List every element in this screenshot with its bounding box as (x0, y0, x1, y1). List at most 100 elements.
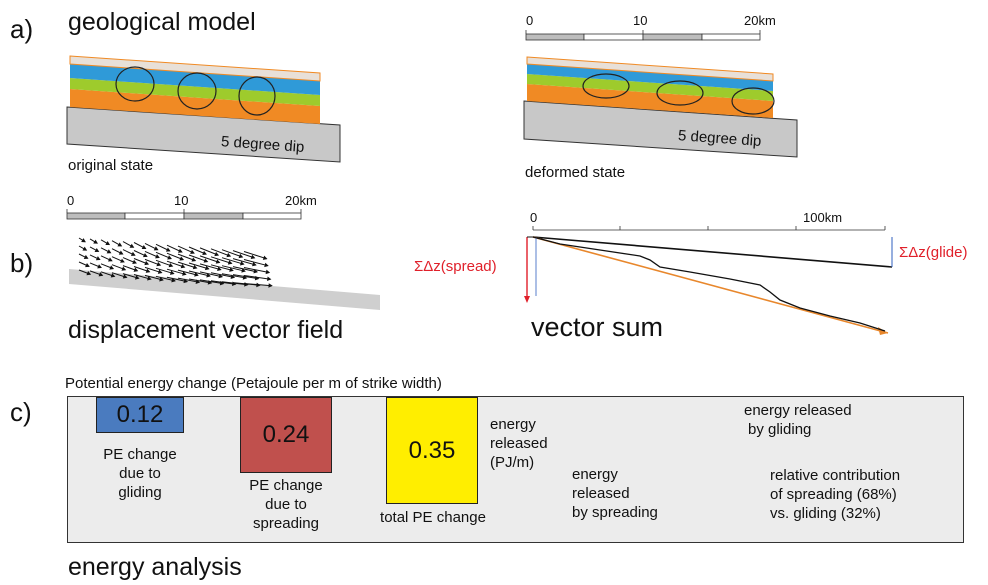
displacement-vector-head (229, 267, 234, 272)
displacement-vector (210, 256, 232, 264)
displacement-vector (210, 248, 231, 257)
spreading-caption-line: due to (265, 496, 307, 513)
pie-gliding-label-line: by gliding (748, 421, 812, 438)
displacement-vector-head (230, 274, 236, 280)
displacement-vector (199, 263, 221, 271)
displacement-vector (232, 274, 259, 280)
scale-b-tick-0: 0 (67, 193, 75, 208)
scale-a-tick-20: 20km (744, 13, 776, 28)
displacement-vector-head (143, 253, 148, 258)
cumulative-vector-path (532, 236, 886, 332)
panel-letter-b: b) (10, 248, 34, 278)
gliding-caption-line: PE change (103, 446, 177, 463)
pie-gliding-label-line: energy released (744, 402, 852, 419)
displacement-vector (199, 279, 224, 285)
displacement-vector (243, 259, 268, 267)
displacement-vector-head (266, 276, 272, 282)
released-line: energy (490, 416, 536, 433)
released-line: released (490, 435, 548, 452)
displacement-vector-head (155, 254, 160, 259)
displacement-vector (199, 271, 223, 278)
displacement-vector-head (264, 262, 269, 268)
energy-analysis-box: 0.12 PE change due to gliding 0.24 PE ch… (67, 396, 964, 543)
displacement-vector-head (192, 264, 198, 270)
displacement-vector-head (253, 268, 259, 274)
displacement-vector-head (97, 264, 102, 269)
displacement-vector-head (178, 248, 183, 253)
deformation-marker (115, 66, 155, 102)
total-caption: total PE change (380, 509, 486, 526)
spread-vector-line (532, 236, 889, 334)
displacement-vector-head (206, 273, 211, 278)
displacement-vector (221, 249, 243, 258)
deformed-state-model (523, 56, 798, 158)
displacement-vector-head (183, 278, 189, 284)
displacement-vector-head (98, 272, 104, 277)
displacement-vector (210, 280, 236, 285)
deformation-marker (238, 76, 276, 116)
relative-line: relative contribution (770, 467, 901, 484)
displacement-vector-field (69, 237, 380, 310)
spreading-pe-box: 0.24 (240, 397, 332, 473)
displacement-vector-head (241, 268, 246, 273)
spreading-caption-line: spreading (253, 515, 319, 532)
displacement-vector (188, 262, 209, 270)
displacement-vector-head (214, 251, 220, 257)
displacement-vector-head (110, 273, 116, 278)
displacement-vector-head (239, 261, 245, 266)
vector-scale-tick-100: 100km (803, 210, 843, 225)
displacement-vector-head (195, 279, 201, 284)
displacement-vector-head (167, 255, 172, 260)
displacement-vector (221, 257, 244, 265)
displacement-vector-head (93, 239, 98, 244)
vector-sum-plot (524, 226, 893, 335)
displacement-vector-head (157, 269, 163, 274)
displacement-vector (243, 283, 272, 287)
displacement-vector-head (180, 263, 186, 269)
displacement-vector-head (262, 255, 268, 260)
displacement-vector-head (118, 250, 124, 255)
scale-b-tick-10: 10 (174, 193, 189, 208)
displacement-vector-head (226, 252, 232, 258)
displacement-vector (232, 258, 256, 266)
displacement-vector-head (218, 273, 224, 279)
displacement-vector-head (250, 254, 256, 260)
displacement-vector-head (117, 242, 123, 247)
deformation-marker (177, 72, 217, 110)
displacement-vector (232, 250, 255, 259)
displacement-vector-field-title: displacement vector field (68, 316, 344, 344)
displacement-vector-head (109, 265, 115, 270)
scale-a-tick-10: 10 (633, 13, 648, 28)
total-pe-box: 0.35 (386, 397, 478, 504)
displacement-vector-head (252, 261, 257, 267)
displacement-vector (232, 266, 258, 273)
displacement-vector-head (268, 283, 273, 288)
displacement-vector-head (130, 251, 136, 256)
displacement-vector-head (153, 246, 159, 251)
relative-line: of spreading (68%) (770, 486, 897, 503)
displacement-vector (243, 251, 267, 260)
displacement-vector-head (95, 256, 101, 261)
displacement-vector-head (156, 261, 162, 267)
displacement-vector-head (132, 259, 137, 264)
deformation-marker (731, 87, 775, 115)
gliding-caption: PE change due to gliding (86, 445, 194, 502)
displacement-vector (177, 269, 198, 276)
displacement-vector-head (179, 256, 185, 261)
displacement-vector-head (133, 267, 139, 272)
displacement-vector (188, 278, 212, 284)
displacement-vector-head (82, 246, 88, 251)
displacement-vector-head (227, 260, 233, 265)
scale-a-tick-0: 0 (526, 13, 534, 28)
displacement-vector-head (203, 258, 209, 263)
glide-vector-line (532, 236, 893, 268)
displacement-vector (243, 275, 271, 280)
displacement-vector-head (86, 271, 92, 276)
pie-spreading-label: energy released by spreading (572, 465, 658, 522)
glide-dz-label: ΣΔz(glide) (899, 244, 968, 261)
displacement-vector (188, 270, 211, 277)
displacement-vector (243, 267, 270, 274)
relative-line: vs. gliding (32%) (770, 505, 881, 522)
displacement-vector-head (190, 249, 195, 254)
deformation-marker (656, 80, 704, 106)
